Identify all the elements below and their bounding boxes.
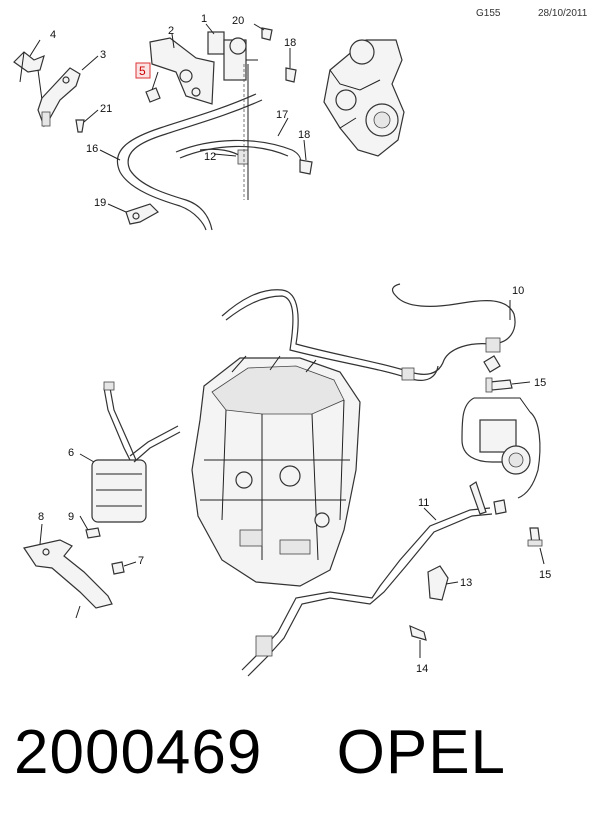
callout-18a: 18	[284, 37, 296, 49]
callout-13: 13	[460, 577, 472, 589]
part-clip-19	[125, 203, 159, 225]
part-bracket-2	[149, 37, 215, 105]
callout-12: 12	[204, 151, 216, 163]
part-clip-20	[261, 27, 273, 41]
callout-9: 9	[68, 511, 74, 523]
callout-18b: 18	[298, 129, 310, 141]
leaders-middle	[39, 300, 545, 658]
part-bolt-15a	[485, 377, 513, 393]
part-vent-hose-10	[221, 283, 516, 381]
callout-14: 14	[416, 663, 428, 675]
part-bolt-5	[145, 87, 161, 103]
part-clip-13	[427, 565, 449, 601]
callouts: 4 3 21 2 1 20 18 5 17 18 16 12 19 10 15 …	[38, 13, 551, 675]
callout-6: 6	[68, 447, 74, 459]
callout-3: 3	[100, 49, 106, 61]
part-bolt-15b	[527, 527, 543, 547]
callout-10: 10	[512, 285, 524, 297]
part-pipe-11	[241, 481, 507, 677]
leaders-top	[29, 23, 307, 213]
diagram-date: 28/10/2011	[538, 8, 588, 19]
part-bolt-9	[85, 527, 101, 539]
part-bracket-3	[37, 67, 81, 128]
part-egr-cooler-6	[91, 381, 181, 523]
part-bolt-7	[111, 561, 125, 575]
part-engine-block	[191, 355, 361, 587]
callout-8: 8	[38, 511, 44, 523]
part-bolt-14	[409, 624, 427, 641]
callout-17: 17	[276, 109, 288, 121]
part-pipe-vertical	[243, 64, 249, 200]
part-number: 2000469	[14, 718, 263, 787]
part-bracket-4	[13, 51, 45, 101]
part-vacuum-hose-16	[116, 93, 263, 231]
diagram-code: G155	[476, 8, 501, 19]
callout-4: 4	[50, 29, 56, 41]
part-vacuum-hose-17	[175, 139, 302, 167]
part-egr-solenoid-1	[207, 31, 258, 81]
part-egr-valve-assembly	[461, 397, 541, 499]
part-bolt-21	[75, 119, 85, 133]
highlight-box-5	[135, 62, 151, 79]
callout-15a: 15	[534, 377, 546, 389]
brand-name: OPEL	[336, 718, 507, 787]
callout-19: 19	[94, 197, 106, 209]
callout-2: 2	[168, 25, 174, 37]
footer: 2000469 OPEL	[14, 722, 506, 784]
part-clip-18a	[285, 67, 297, 83]
callout-15b: 15	[539, 569, 551, 581]
callout-1: 1	[201, 13, 207, 25]
callout-20: 20	[232, 15, 244, 27]
part-turbocharger	[323, 39, 405, 157]
callout-7: 7	[138, 555, 144, 567]
callout-16: 16	[86, 143, 98, 155]
part-bracket-8	[23, 539, 113, 619]
callout-11: 11	[418, 497, 429, 509]
part-clip-18b	[299, 159, 313, 175]
callout-21: 21	[100, 103, 112, 115]
callout-5-highlighted: 5	[139, 64, 146, 78]
